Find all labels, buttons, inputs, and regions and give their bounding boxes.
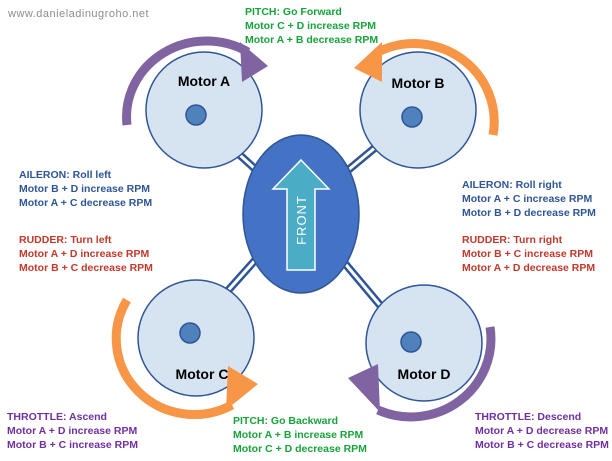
throttle-ascend-block: THROTTLE: Ascend Motor A + D increase RP…	[7, 410, 138, 452]
aileron-left-line1: Motor B + D increase RPM	[19, 183, 150, 195]
aileron-left-line2: Motor A + C decrease RPM	[19, 197, 153, 209]
pitch-backward-line1: Motor A + B increase RPM	[233, 429, 364, 441]
motor-c-label: Motor C	[176, 366, 229, 382]
rudder-right-line1: Motor B + C increase RPM	[462, 248, 593, 260]
motor-b-label: Motor B	[392, 75, 445, 91]
pitch-backward-block: PITCH: Go Backward Motor A + B increase …	[233, 414, 367, 456]
throttle-ascend-line2: Motor B + C increase RPM	[7, 439, 138, 451]
pitch-forward-line1: Motor C + D increase RPM	[245, 20, 376, 32]
throttle-descend-block: THROTTLE: Descend Motor A + D decrease R…	[475, 410, 609, 452]
throttle-descend-line1: Motor A + D decrease RPM	[475, 425, 609, 437]
watermark: www.danieladinugroho.net	[8, 8, 150, 20]
throttle-ascend-line1: Motor A + D increase RPM	[7, 425, 138, 437]
motor-b-rotation-arrow-icon	[376, 39, 499, 136]
rudder-right-title: RUDDER: Turn right	[462, 234, 563, 246]
motor-hubs	[179, 104, 423, 353]
pitch-forward-block: PITCH: Go Forward Motor C + D increase R…	[245, 5, 378, 47]
pitch-forward-title: PITCH: Go Forward	[245, 6, 342, 18]
rudder-left-title: RUDDER: Turn left	[19, 234, 112, 246]
motor-d-label: Motor D	[398, 366, 451, 382]
motor-d-rotation-arrow-icon	[376, 326, 496, 422]
motor-c-rotation-arrow-icon	[111, 297, 235, 419]
motor-a-label: Motor A	[178, 73, 230, 89]
aileron-right-block: AILERON: Roll right Motor A + C increase…	[462, 178, 596, 220]
aileron-left-title: AILERON: Roll left	[19, 169, 112, 181]
rudder-right-block: RUDDER: Turn right Motor B + C increase …	[462, 233, 595, 275]
throttle-descend-title: THROTTLE: Descend	[475, 411, 582, 423]
throttle-ascend-title: THROTTLE: Ascend	[7, 411, 107, 423]
aileron-right-line1: Motor A + C increase RPM	[462, 193, 593, 205]
rudder-right-line2: Motor A + D decrease RPM	[462, 262, 596, 274]
motor-d: Motor D	[365, 284, 483, 402]
quadcopter-body: FRONT	[242, 134, 360, 294]
pitch-forward-line2: Motor A + B decrease RPM	[245, 34, 379, 46]
pitch-backward-line2: Motor C + D decrease RPM	[233, 443, 367, 455]
rudder-left-block: RUDDER: Turn left Motor A + D increase R…	[19, 233, 153, 275]
aileron-left-block: AILERON: Roll left Motor B + D increase …	[19, 168, 152, 210]
rudder-left-line2: Motor B + C decrease RPM	[19, 262, 153, 274]
pitch-backward-title: PITCH: Go Backward	[233, 415, 339, 427]
motor-a-rotation-arrow-icon	[122, 36, 251, 126]
front-arrow-icon	[271, 158, 331, 271]
rudder-left-line1: Motor A + D increase RPM	[19, 248, 150, 260]
aileron-right-line2: Motor B + D decrease RPM	[462, 207, 596, 219]
aileron-right-title: AILERON: Roll right	[462, 179, 562, 191]
rotation-arrows	[111, 36, 499, 422]
throttle-descend-line2: Motor B + C decrease RPM	[475, 439, 609, 451]
front-label: FRONT	[294, 195, 309, 245]
